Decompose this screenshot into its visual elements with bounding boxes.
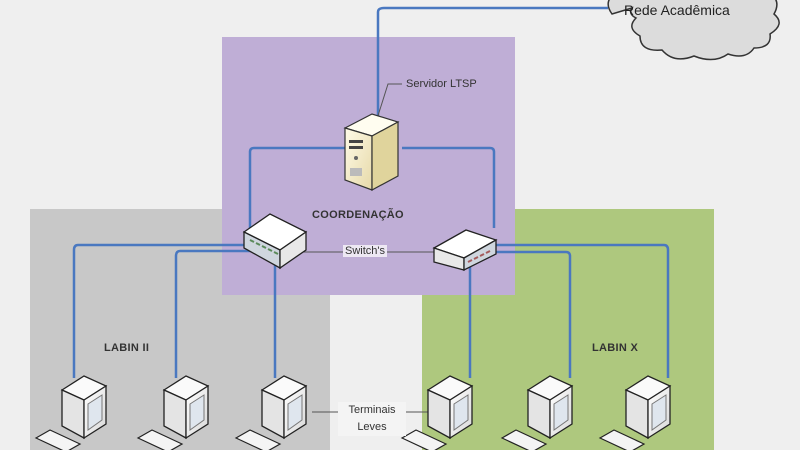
terminals-label-line1: Terminais — [348, 404, 396, 416]
terminals-label: Terminais Leves — [338, 402, 406, 436]
terminals-label-line2: Leves — [357, 421, 387, 433]
terminal-pc-icon — [400, 375, 474, 450]
link-labin2-pc2 — [174, 249, 262, 378]
link-labinx-pc2 — [485, 250, 572, 378]
terminal-pc-icon — [598, 375, 672, 450]
cloud-icon — [607, 0, 780, 61]
switch-right-icon — [432, 229, 498, 272]
terminal-pc-icon — [34, 375, 108, 450]
server-label: Servidor LTSP — [406, 78, 477, 90]
link-labinx-pc3 — [490, 243, 670, 378]
cloud-label: Rede Acadêmica — [624, 2, 730, 18]
switch-left-icon — [242, 213, 308, 270]
link-cloud-server — [376, 6, 608, 118]
link-server-switch-right — [402, 146, 496, 228]
switch-label: Switch's — [343, 245, 387, 257]
link-labin2-pc1 — [72, 243, 258, 378]
terminal-pc-icon — [234, 375, 308, 450]
zone-label-coordenacao: COORDENAÇÃO — [312, 209, 404, 221]
terminal-pc-icon — [136, 375, 210, 450]
terminal-group — [34, 375, 672, 450]
zone-label-labin-ii: LABIN II — [104, 342, 150, 354]
terminal-pc-icon — [500, 375, 574, 450]
network-links — [72, 6, 670, 378]
server-callout — [375, 83, 402, 123]
link-server-switch-left — [248, 146, 350, 228]
zone-label-labin-x: LABIN X — [592, 342, 639, 354]
server-icon — [343, 113, 400, 192]
